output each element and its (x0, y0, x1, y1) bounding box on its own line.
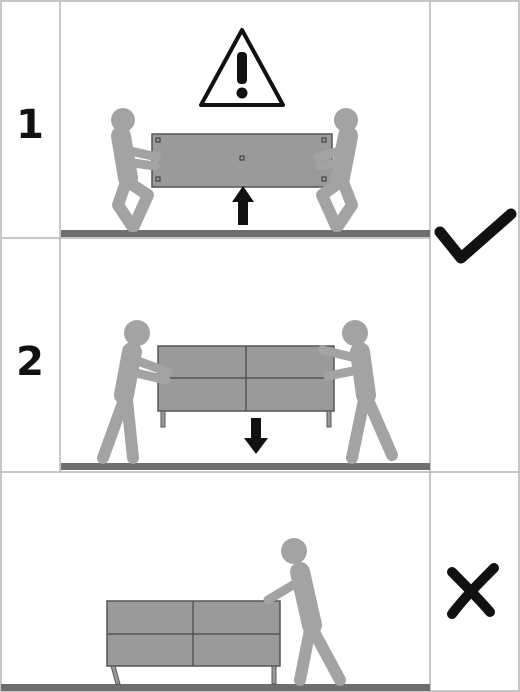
step-number-1: 1 (16, 102, 44, 148)
person-right-lifting (318, 108, 358, 226)
step-number-2: 2 (16, 339, 44, 385)
up-arrow-icon (232, 186, 254, 225)
check-mark-icon (440, 214, 511, 258)
down-arrow-icon (244, 418, 268, 454)
sideboard-carried (158, 346, 334, 427)
floor-line-3 (1, 684, 430, 691)
sideboard-dragged (107, 601, 280, 684)
panel-board (152, 134, 332, 187)
warning-triangle-icon (201, 30, 283, 105)
floor-line-2 (61, 463, 430, 470)
person-left-lifting (111, 108, 157, 226)
cross-mark-icon (452, 568, 494, 614)
floor-line-1 (61, 230, 430, 237)
